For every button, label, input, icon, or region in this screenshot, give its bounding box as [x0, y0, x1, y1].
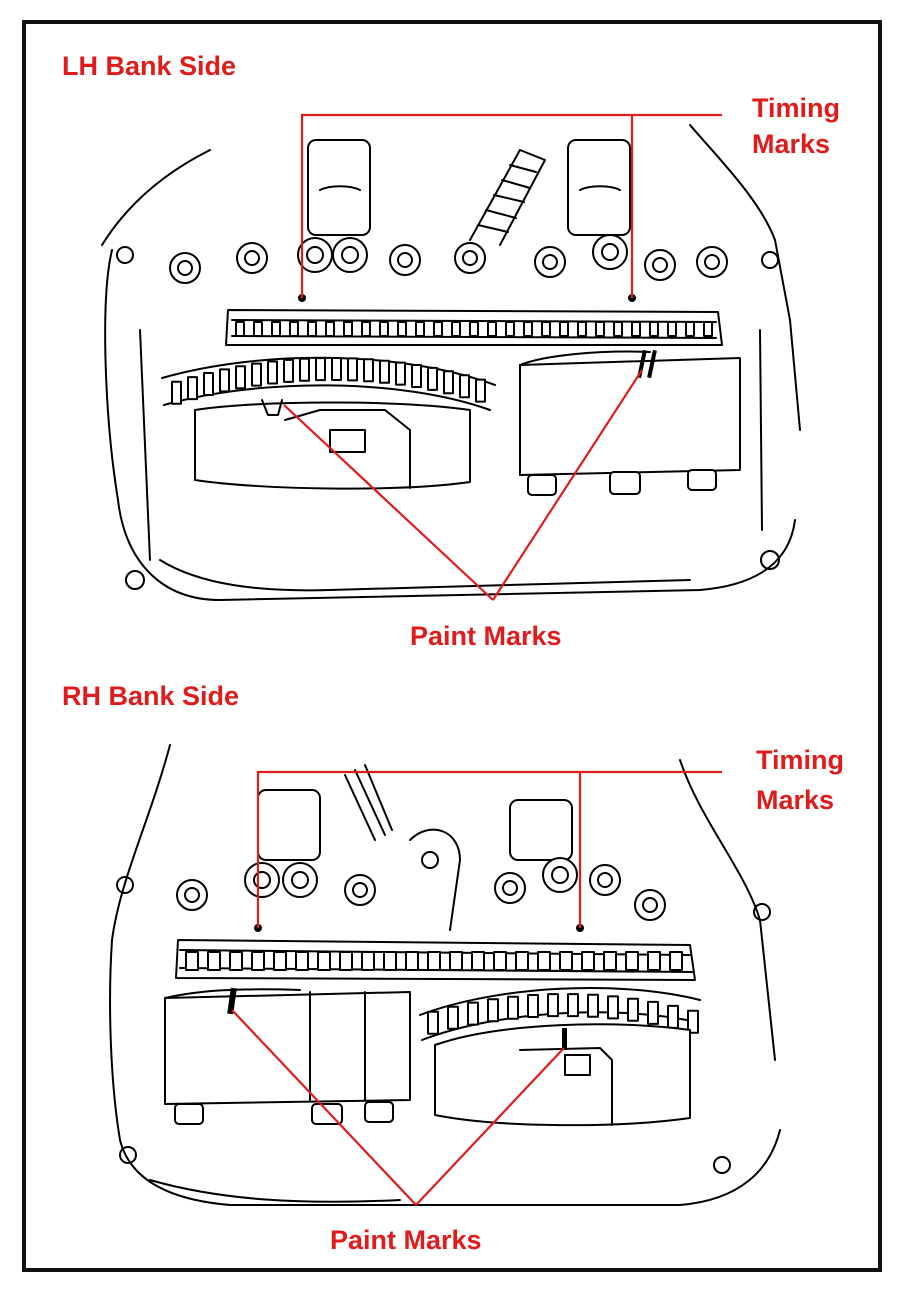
chain-link — [251, 362, 262, 387]
chain-link — [527, 994, 539, 1019]
chain-link — [397, 321, 407, 337]
chain-link — [325, 321, 335, 337]
rh-timing-label-line1: Timing — [755, 745, 844, 775]
chain-link — [361, 321, 371, 337]
chain-link — [347, 357, 358, 382]
chain-link — [339, 951, 353, 971]
chain-link — [289, 321, 299, 337]
rh-timing-label-line2: Marks — [755, 785, 834, 815]
chain-link — [427, 366, 438, 391]
chain-link — [467, 1001, 479, 1026]
lh-timing-label-line1: Timing — [751, 93, 840, 123]
chain-link — [449, 951, 463, 971]
chain-link — [235, 321, 245, 337]
chain-link — [625, 951, 639, 971]
chain-link — [229, 951, 243, 971]
chain-link — [219, 368, 230, 393]
chain-link — [433, 321, 443, 337]
chain-link — [187, 376, 198, 401]
chain-link — [471, 951, 485, 971]
chain-link — [271, 321, 281, 337]
chain-link — [523, 321, 533, 337]
lh-paint-label: Paint Marks — [410, 621, 562, 651]
chain-link — [411, 363, 422, 388]
chain-link — [631, 321, 641, 337]
chain-link — [283, 358, 294, 383]
chain-link — [363, 358, 374, 383]
chain-link — [613, 321, 623, 337]
chain-link — [415, 321, 425, 337]
chain-link — [587, 993, 599, 1018]
chain-link — [267, 360, 278, 385]
chain-link — [317, 951, 331, 971]
chain-link — [383, 951, 397, 971]
chain-link — [459, 374, 470, 399]
chain-link — [331, 357, 342, 382]
chain-link — [171, 380, 182, 405]
chain-link — [343, 321, 353, 337]
chain-link — [581, 951, 595, 971]
rh-bank-heading: RH Bank Side — [62, 681, 240, 711]
chain-link — [235, 365, 246, 390]
chain-link — [667, 321, 677, 337]
chain-link — [537, 951, 551, 971]
chain-link — [299, 357, 310, 382]
chain-link — [379, 359, 390, 384]
rh-callout-lines — [231, 770, 722, 1206]
lh-bank-heading: LH Bank Side — [62, 51, 237, 81]
chain-link — [627, 997, 639, 1022]
chain-link — [559, 321, 569, 337]
chain-link — [647, 951, 661, 971]
chain-link — [595, 321, 605, 337]
chain-link — [703, 321, 713, 337]
rh-engine-drawing — [109, 744, 781, 1206]
chain-link — [687, 1009, 699, 1034]
chain-link — [251, 951, 265, 971]
chain-link — [307, 321, 317, 337]
chain-link — [273, 951, 287, 971]
chain-link — [487, 998, 499, 1023]
chain-link — [547, 993, 559, 1018]
chain-link — [541, 321, 551, 337]
chain-link — [515, 951, 529, 971]
chain-link — [567, 993, 579, 1018]
chain-link — [253, 321, 263, 337]
chain-link — [443, 370, 454, 395]
chain-link — [487, 321, 497, 337]
lh-engine-drawing — [101, 124, 801, 601]
chain-link — [577, 321, 587, 337]
lh-timing-label-line2: Marks — [751, 129, 830, 159]
rh-paint-label: Paint Marks — [330, 1225, 482, 1255]
chain-link — [427, 951, 441, 971]
chain-link — [647, 1000, 659, 1025]
chain-link — [667, 1004, 679, 1029]
chain-link — [669, 951, 683, 971]
chain-link — [505, 321, 515, 337]
chain-link — [493, 951, 507, 971]
chain-link — [507, 995, 519, 1020]
chain-link — [475, 378, 486, 403]
chain-link — [405, 951, 419, 971]
chain-link — [379, 321, 389, 337]
chain-link — [185, 951, 199, 971]
chain-link — [395, 361, 406, 386]
chain-link — [649, 321, 659, 337]
chain-link — [361, 951, 375, 971]
chain-link — [447, 1005, 459, 1030]
lh-callout-lines — [283, 113, 722, 601]
chain-link — [685, 321, 695, 337]
chain-link — [603, 951, 617, 971]
chain-link — [607, 995, 619, 1020]
chain-link — [469, 321, 479, 337]
chain-link — [203, 371, 214, 396]
chain-link — [315, 357, 326, 382]
chain-link — [559, 951, 573, 971]
chain-link — [207, 951, 221, 971]
chain-link — [451, 321, 461, 337]
chain-link — [295, 951, 309, 971]
chain-link — [427, 1010, 439, 1035]
